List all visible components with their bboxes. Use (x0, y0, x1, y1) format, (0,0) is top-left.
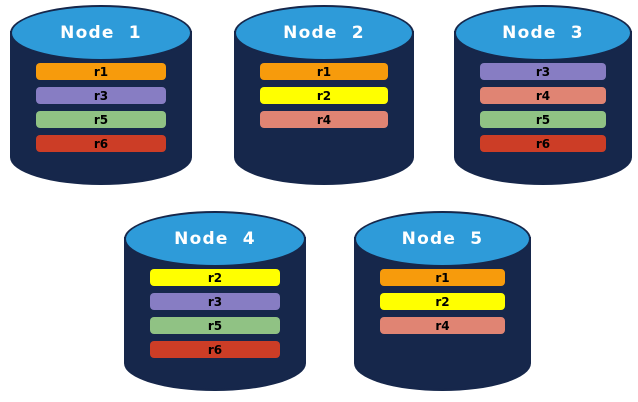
cylinder-top-ellipse (454, 5, 632, 61)
replica-bar[interactable]: r3 (479, 63, 607, 80)
replica-bar[interactable]: r5 (36, 111, 166, 128)
replica-label: r5 (93, 112, 109, 127)
replica-bar[interactable]: r3 (150, 293, 280, 310)
replica-bar[interactable]: r3 (36, 87, 166, 104)
replica-label: r1 (316, 64, 332, 79)
cylinder-shape (454, 5, 632, 185)
replica-bar[interactable]: r6 (150, 341, 280, 358)
cylinder-top-ellipse (124, 211, 306, 267)
replica-bar[interactable]: r1 (36, 63, 166, 80)
replica-label: r3 (93, 88, 109, 103)
replica-bar[interactable]: r1 (379, 269, 506, 286)
replica-label: r6 (93, 136, 109, 151)
cylinder-shape (10, 5, 192, 185)
replica-label: r2 (207, 270, 223, 285)
replica-label: r4 (435, 318, 450, 333)
replica-bar[interactable]: r6 (36, 135, 166, 152)
replica-bar[interactable]: r5 (479, 111, 607, 128)
replica-bar[interactable]: r4 (479, 87, 607, 104)
replica-bar[interactable]: r6 (479, 135, 607, 152)
replica-label: r5 (207, 318, 223, 333)
cylinder-shape (354, 211, 531, 391)
cylinder-shape (234, 5, 414, 185)
replica-list: r1 r2 r4 (234, 63, 414, 128)
replica-list: r3 r4 r5 r6 (454, 63, 632, 152)
replica-bar[interactable]: r4 (260, 111, 388, 128)
cylinder-top-ellipse (10, 5, 192, 61)
replica-label: r1 (435, 270, 450, 285)
replica-label: r5 (535, 112, 551, 127)
replica-label: r2 (435, 294, 450, 309)
replica-list: r1 r3 r5 r6 (10, 63, 192, 152)
replica-bar[interactable]: r4 (379, 317, 506, 334)
cylinder-shape (124, 211, 306, 391)
replica-bar[interactable]: r2 (379, 293, 506, 310)
replica-label: r3 (207, 294, 223, 309)
replica-bar[interactable]: r5 (150, 317, 280, 334)
cylinder-top-ellipse (354, 211, 531, 267)
replica-label: r2 (316, 88, 332, 103)
replica-bar[interactable]: r2 (150, 269, 280, 286)
replica-bar[interactable]: r2 (260, 87, 388, 104)
replica-label: r6 (535, 136, 551, 151)
replica-bar[interactable]: r1 (260, 63, 388, 80)
replica-label: r3 (535, 64, 551, 79)
replica-label: r4 (316, 112, 332, 127)
replica-label: r4 (535, 88, 551, 103)
replica-label: r6 (207, 342, 223, 357)
replica-list: r1 r2 r4 (354, 269, 531, 334)
cylinder-top-ellipse (234, 5, 414, 61)
replica-label: r1 (93, 64, 109, 79)
replica-list: r2 r3 r5 r6 (124, 269, 306, 358)
